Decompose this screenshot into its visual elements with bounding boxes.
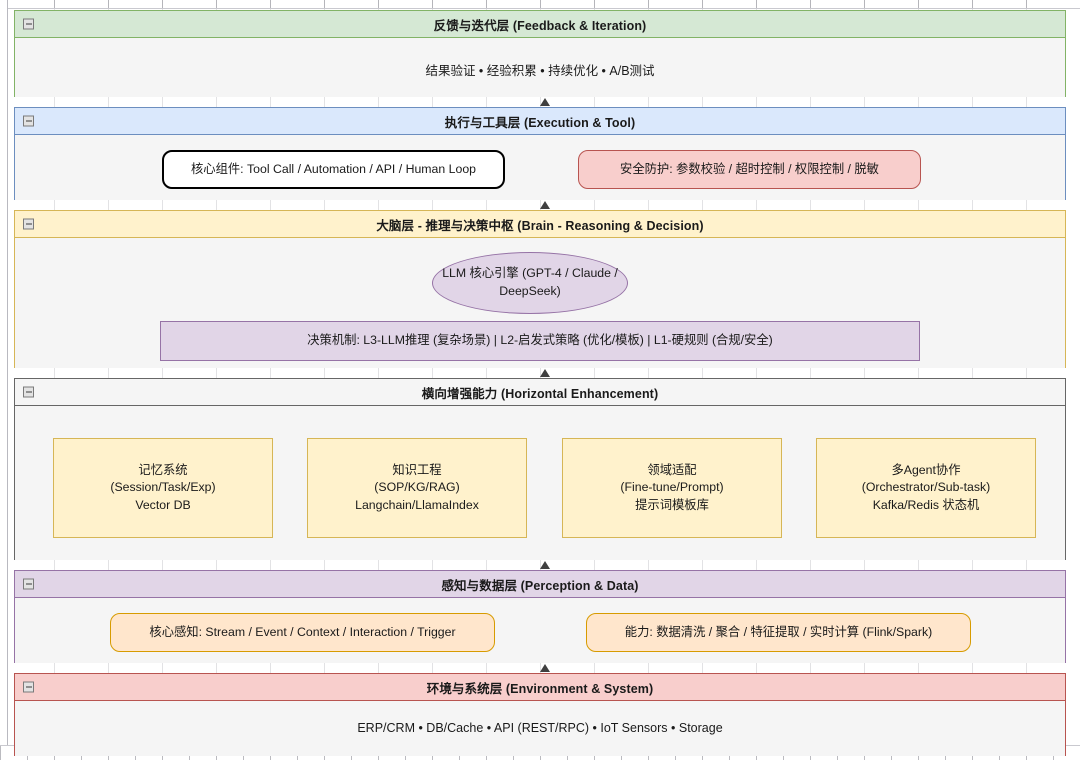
arrow-up-icon [540, 201, 550, 209]
layer-body-horizontal: 记忆系统 (Session/Task/Exp) Vector DB 知识工程 (… [15, 406, 1065, 560]
minus-square-icon[interactable] [23, 115, 34, 127]
layer-execution-tool[interactable]: 执行与工具层 (Execution & Tool) 核心组件: Tool Cal… [14, 107, 1066, 200]
minus-square-icon[interactable] [23, 218, 34, 230]
node-memory-system-label: 记忆系统 (Session/Task/Exp) Vector DB [110, 462, 216, 512]
node-core-perception-label: 核心感知: Stream / Event / Context / Interac… [149, 624, 456, 639]
layer-body-perception: 核心感知: Stream / Event / Context / Interac… [15, 598, 1065, 663]
node-core-components-label: 核心组件: Tool Call / Automation / API / Hum… [190, 161, 476, 176]
node-capability-data-label: 能力: 数据清洗 / 聚合 / 特征提取 / 实时计算 (Flink/Spark… [624, 624, 933, 639]
layer-title-execution: 执行与工具层 (Execution & Tool) [444, 115, 636, 130]
layer-title-feedback: 反馈与迭代层 (Feedback & Iteration) [433, 18, 647, 33]
architecture-diagram: 反馈与迭代层 (Feedback & Iteration) 结果验证 • 经验积… [14, 10, 1066, 756]
node-capability-data[interactable]: 能力: 数据清洗 / 聚合 / 特征提取 / 实时计算 (Flink/Spark… [586, 613, 971, 652]
layer-body-feedback: 结果验证 • 经验积累 • 持续优化 • A/B测试 [15, 38, 1065, 97]
node-knowledge-engineering-label: 知识工程 (SOP/KG/RAG) Langchain/LlamaIndex [355, 462, 479, 512]
minus-square-icon[interactable] [23, 578, 34, 590]
layer-environment-system[interactable]: 环境与系统层 (Environment & System) ERP/CRM • … [14, 673, 1066, 756]
arrow-up-icon [540, 369, 550, 377]
arrow-up-icon [540, 664, 550, 672]
ruler-top [0, 0, 1080, 9]
layer-body-execution: 核心组件: Tool Call / Automation / API / Hum… [15, 135, 1065, 200]
node-security-guard[interactable]: 安全防护: 参数校验 / 超时控制 / 权限控制 / 脱敏 [578, 150, 921, 189]
layer-horizontal-enhancement[interactable]: 横向增强能力 (Horizontal Enhancement) 记忆系统 (Se… [14, 378, 1066, 560]
layer-title-environment: 环境与系统层 (Environment & System) [426, 681, 654, 696]
node-core-components[interactable]: 核心组件: Tool Call / Automation / API / Hum… [162, 150, 505, 189]
node-multi-agent-collab[interactable]: 多Agent协作 (Orchestrator/Sub-task) Kafka/R… [816, 438, 1036, 538]
ruler-left [0, 0, 8, 760]
layer-title-horizontal: 横向增强能力 (Horizontal Enhancement) [421, 386, 659, 401]
layer-body-environment: ERP/CRM • DB/Cache • API (REST/RPC) • Io… [15, 701, 1065, 756]
layer-header-brain[interactable]: 大脑层 - 推理与决策中枢 (Brain - Reasoning & Decis… [15, 211, 1065, 238]
node-domain-adaptation[interactable]: 领域适配 (Fine-tune/Prompt) 提示词模板库 [562, 438, 782, 538]
layer-perception-data[interactable]: 感知与数据层 (Perception & Data) 核心感知: Stream … [14, 570, 1066, 663]
minus-square-icon[interactable] [23, 18, 34, 30]
environment-body-text: ERP/CRM • DB/Cache • API (REST/RPC) • Io… [357, 721, 723, 735]
node-memory-system[interactable]: 记忆系统 (Session/Task/Exp) Vector DB [53, 438, 273, 538]
layer-title-brain: 大脑层 - 推理与决策中枢 (Brain - Reasoning & Decis… [376, 218, 704, 233]
feedback-body-text: 结果验证 • 经验积累 • 持续优化 • A/B测试 [425, 64, 655, 78]
node-knowledge-engineering[interactable]: 知识工程 (SOP/KG/RAG) Langchain/LlamaIndex [307, 438, 527, 538]
layer-header-perception[interactable]: 感知与数据层 (Perception & Data) [15, 571, 1065, 598]
layer-title-perception: 感知与数据层 (Perception & Data) [441, 578, 639, 593]
layer-body-brain: LLM 核心引擎 (GPT-4 / Claude / DeepSeek) 决策机… [15, 238, 1065, 368]
node-domain-adaptation-label: 领域适配 (Fine-tune/Prompt) 提示词模板库 [620, 462, 724, 512]
arrow-up-icon [540, 98, 550, 106]
node-multi-agent-collab-label: 多Agent协作 (Orchestrator/Sub-task) Kafka/R… [861, 462, 991, 512]
layer-header-feedback[interactable]: 反馈与迭代层 (Feedback & Iteration) [15, 11, 1065, 38]
node-decision-mechanism[interactable]: 决策机制: L3-LLM推理 (复杂场景) | L2-启发式策略 (优化/模板)… [160, 321, 920, 361]
layer-header-environment[interactable]: 环境与系统层 (Environment & System) [15, 674, 1065, 701]
node-decision-mechanism-label: 决策机制: L3-LLM推理 (复杂场景) | L2-启发式策略 (优化/模板)… [307, 333, 773, 348]
node-llm-core-engine-label: LLM 核心引擎 (GPT-4 / Claude / DeepSeek) [442, 266, 618, 298]
minus-square-icon[interactable] [23, 386, 34, 398]
minus-square-icon[interactable] [23, 681, 34, 693]
arrow-up-icon [540, 561, 550, 569]
layer-header-execution[interactable]: 执行与工具层 (Execution & Tool) [15, 108, 1065, 135]
node-security-guard-label: 安全防护: 参数校验 / 超时控制 / 权限控制 / 脱敏 [620, 161, 879, 176]
node-llm-core-engine[interactable]: LLM 核心引擎 (GPT-4 / Claude / DeepSeek) [432, 252, 628, 314]
layer-feedback-iteration[interactable]: 反馈与迭代层 (Feedback & Iteration) 结果验证 • 经验积… [14, 10, 1066, 97]
layer-header-horizontal[interactable]: 横向增强能力 (Horizontal Enhancement) [15, 379, 1065, 406]
node-core-perception[interactable]: 核心感知: Stream / Event / Context / Interac… [110, 613, 495, 652]
layer-brain[interactable]: 大脑层 - 推理与决策中枢 (Brain - Reasoning & Decis… [14, 210, 1066, 368]
